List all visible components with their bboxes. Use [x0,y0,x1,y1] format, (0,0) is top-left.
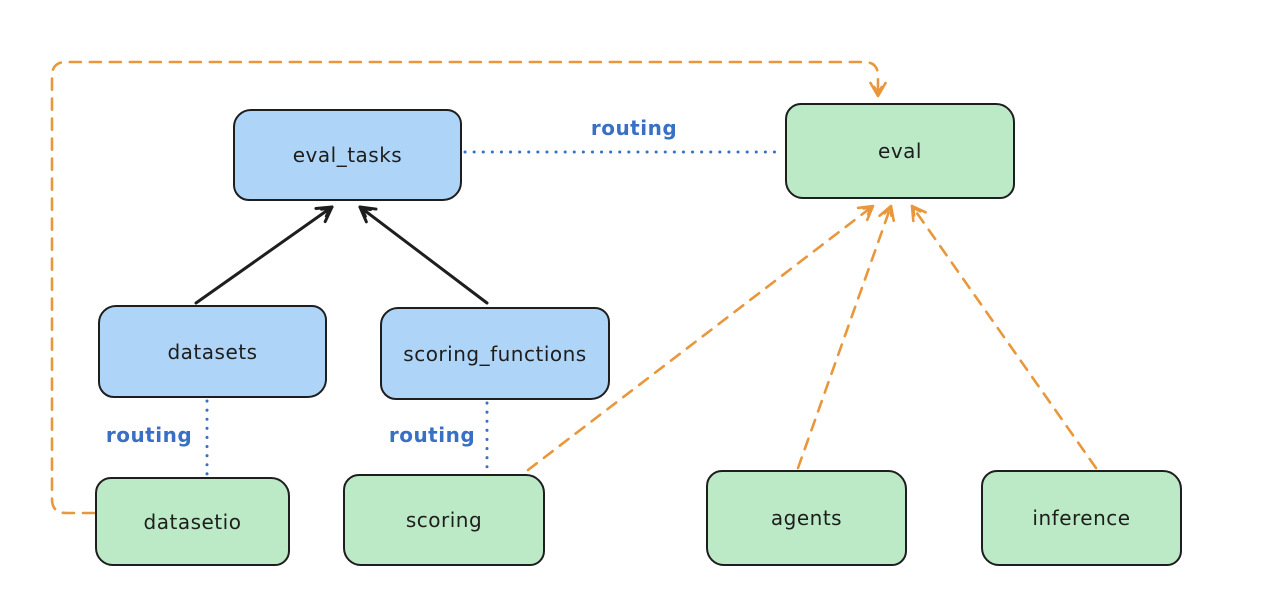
node-datasetio-label: datasetio [143,509,242,534]
node-eval-tasks: eval_tasks [233,109,462,201]
node-datasets-label: datasets [167,339,258,364]
node-eval: eval [785,103,1015,199]
node-scoring-functions: scoring_functions [380,307,610,400]
edge-inference-to-eval [910,204,1098,470]
edge-scoring-to-eval [526,204,875,472]
routing-label-eval-tasks-eval: routing [590,116,678,140]
node-datasetio: datasetio [95,477,290,566]
node-scoring-label: scoring [405,508,483,532]
node-scoring: scoring [343,474,545,566]
node-inference: inference [981,470,1182,566]
node-datasets: datasets [98,305,327,398]
node-eval-tasks-label: eval_tasks [292,143,403,167]
edge-scoring-functions-to-eval-tasks [358,205,489,305]
edge-datasetio-to-eval [50,60,887,515]
routing-label-datasets-datasetio: routing [105,423,193,447]
node-agents: agents [706,470,907,566]
edge-datasets-to-eval-tasks [194,205,334,305]
node-eval-label: eval [878,139,922,163]
routing-label-scoring-functions-scoring: routing [388,423,476,447]
node-agents-label: agents [770,506,843,530]
node-scoring-functions-label: scoring_functions [403,341,587,366]
edge-agents-to-eval [796,204,896,470]
node-inference-label: inference [1032,506,1131,530]
